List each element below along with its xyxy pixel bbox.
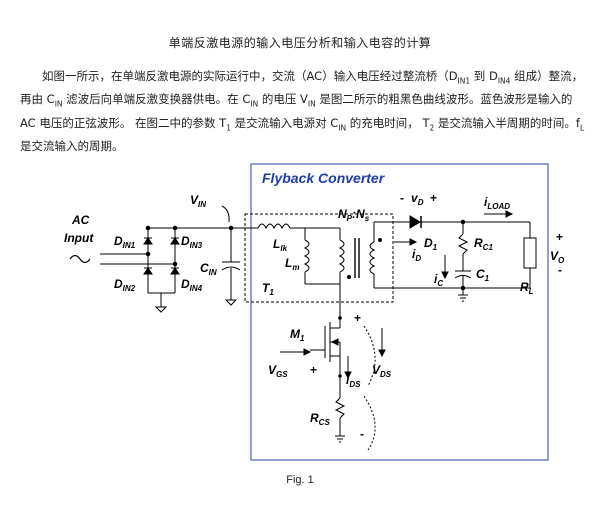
paragraph-text: 如图一所示，在单端反激电源的实际运行中，交流（AC）输入电压经过整流桥（DIN1… [20,67,586,156]
paragraph-segment: 组成）整流， 再由 C [20,69,584,107]
c1-label: C1 [476,267,490,283]
din3-label: DIN3 [181,234,203,250]
page-title: 单端反激电源的输入电压分析和输入电容的计算 [168,36,432,50]
paragraph-segment: 到 D [470,69,498,83]
llk-label: Llk [273,237,288,253]
flyback-converter-title: Flyback Converter [262,170,386,186]
vgs-label: VGS [268,363,288,379]
transformer-region [231,213,394,310]
din2-label: DIN2 [114,277,136,293]
rc1-label: RC1 [474,236,493,252]
din1-label: DIN1 [114,234,136,250]
paragraph-segment: 是交流输入半周期的时间。f [434,115,580,130]
paragraph-segment: 的电压 V [258,92,308,107]
paragraph-subscript: L [579,122,585,132]
paragraph-segment: 是图二所示的粗黑色曲线波形。蓝色波形是输入的 AC 电压的正弦波形。 在图二中的… [20,92,573,130]
ids-label: iDS [346,373,361,389]
current-arrows [394,210,514,280]
vds-minus: - [360,427,364,441]
vd-minus: - [400,191,404,205]
vd-label: vD [411,191,424,207]
lm-label: Lm [285,256,299,272]
paragraph-subscript: 1 [226,122,231,132]
vo-plus: + [556,230,563,244]
bridge-rectifier [100,225,231,313]
paragraph-segment: 是交流输入电源对 C [230,115,339,130]
input-label: Input [64,231,94,245]
flyback-converter-box [250,163,549,461]
vin-label: VIN [190,193,206,209]
vo-label: VO [550,249,565,265]
rl-label: RL [520,280,534,296]
output-stage [374,215,537,302]
paragraph-subscript: IN [338,122,347,132]
vds-label: VDS [372,363,392,379]
vgs-plus: + [310,363,317,377]
vd-plus: + [430,191,437,205]
ac-label: AC [71,213,90,227]
paragraph-subscript: IN [54,99,63,109]
m1-label: M1 [290,327,305,343]
ac-source: AC Input [64,213,94,264]
figure-caption: Fig. 1 [286,474,314,486]
paragraph-subscript: IN4 [497,76,511,86]
flyback-circuit-diagram: Flyback Converter AC Input [64,163,565,461]
paragraph-segment: 的充电时间， T [346,115,430,130]
paragraph-subscript: IN1 [457,76,471,86]
paragraph-segment: 如图一所示，在单端反激电源的实际运行中，交流（AC）输入电压经过整流桥（D [42,69,458,83]
paragraph-segment: 滤波后向单端反激变换器供电。在 C [62,92,251,107]
iload-label: iLOAD [484,195,510,211]
vo-minus: - [558,263,562,277]
paragraph-subscript: 2 [429,122,435,132]
d1-label: D1 [424,236,438,252]
input-capacitor [221,225,241,306]
paragraph-subscript: IN [250,99,259,109]
din4-label: DIN4 [181,277,203,293]
vds-plus: + [354,311,361,325]
rcs-label: RCS [310,411,330,427]
paragraph-subscript: IN [307,99,316,109]
mosfet-arrows [280,348,386,380]
t1-label: T1 [262,281,274,297]
turns-ratio-label: NP:Ns [338,207,370,223]
cin-label: CIN [200,261,217,277]
ic-label: iC [434,272,443,288]
intro-paragraph: 如图一所示，在单端反激电源的实际运行中，交流（AC）输入电压经过整流桥（DIN1… [20,67,586,156]
id-label: iD [412,247,421,263]
paragraph-segment: 是交流输入的周期。 [20,138,124,153]
